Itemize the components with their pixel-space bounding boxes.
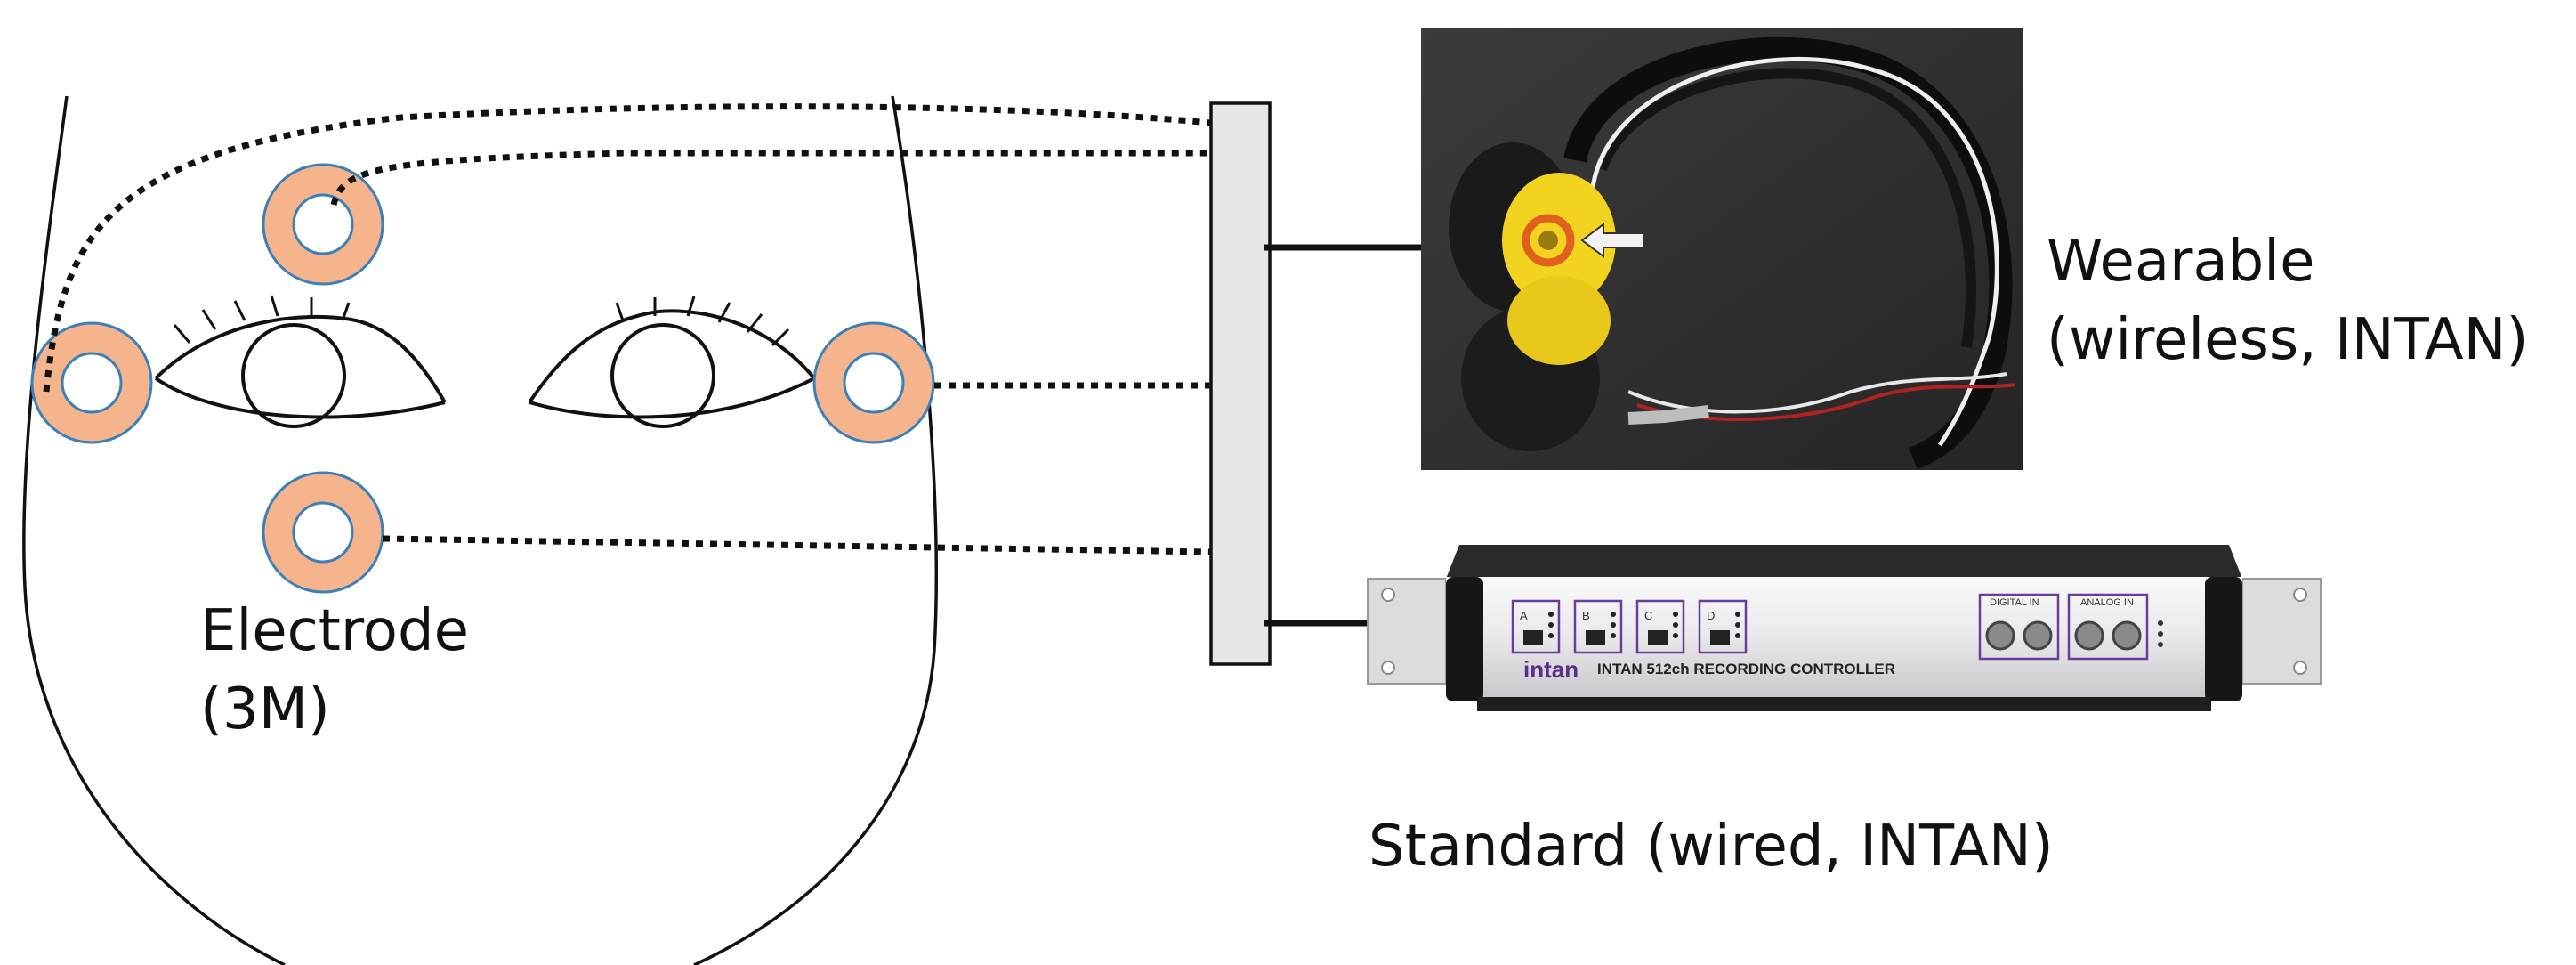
arrow-icon (1580, 223, 1645, 258)
brand-logo: intan (1523, 656, 1579, 683)
port-connectors (1523, 612, 1740, 645)
face-outline (22, 95, 938, 965)
digital-in-label: DIGITAL IN (1990, 597, 2039, 608)
wearable-sublabel: (wireless, INTAN) (2047, 307, 2528, 373)
junction-bar (1209, 101, 1272, 666)
analog-in-label: ANALOG IN (2080, 597, 2134, 608)
standard-label: Standard (wired, INTAN) (1369, 814, 2054, 880)
electrode-right (812, 321, 935, 444)
electrode-top (262, 163, 384, 286)
right-eye (528, 296, 816, 428)
wire-bottom (382, 535, 1211, 555)
electrode-sublabel: (3M) (200, 677, 330, 742)
wire-top (330, 150, 1210, 206)
electrode-left (30, 321, 153, 444)
left-eye (154, 295, 447, 428)
electrodes (30, 163, 935, 594)
wearable-label: Wearable (2047, 229, 2314, 295)
bnc-connectors (1985, 620, 2142, 651)
port-label-d: D (1707, 609, 1715, 622)
electrode-wires (43, 103, 1211, 555)
port-label-c: C (1644, 609, 1652, 622)
recording-controller: A B C D DIGITAL IN ANALOG IN intan INTAN… (1367, 545, 2322, 711)
port-group (1511, 599, 1748, 654)
port-label-b: B (1582, 609, 1590, 622)
port-label-a: A (1520, 609, 1528, 622)
wire-left (43, 103, 1211, 393)
electrode-label: Electrode (200, 598, 469, 664)
electrode-bottom (262, 471, 384, 594)
wearable-headset-photo (1421, 28, 2023, 470)
controller-model-label: INTAN 512ch RECORDING CONTROLLER (1597, 661, 1895, 677)
